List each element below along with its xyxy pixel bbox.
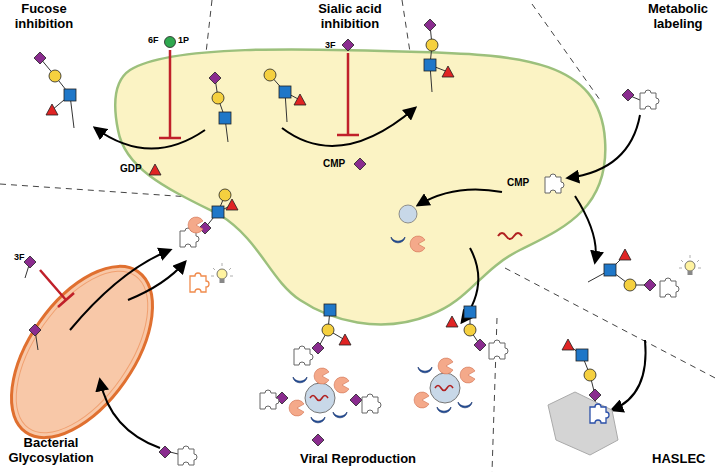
region-title: Fucose inhibition bbox=[4, 2, 84, 32]
region-title: HASLEC bbox=[652, 452, 705, 467]
molecule-label: 6F bbox=[148, 35, 159, 45]
molecule-label: CMP bbox=[507, 177, 529, 189]
molecule-label: 3F bbox=[325, 40, 336, 50]
molecule-label: GDP bbox=[120, 163, 142, 175]
molecule-label: 1P bbox=[178, 35, 189, 45]
region-title: Sialic acid inhibition bbox=[298, 2, 402, 32]
region-title: Bacterial Glycosylation bbox=[2, 436, 100, 466]
region-title: Viral Reproduction bbox=[300, 452, 416, 467]
region-title: Metabolic labeling bbox=[640, 2, 716, 32]
molecule-label: 3F bbox=[14, 252, 25, 262]
molecule-label: CMP bbox=[323, 158, 345, 170]
